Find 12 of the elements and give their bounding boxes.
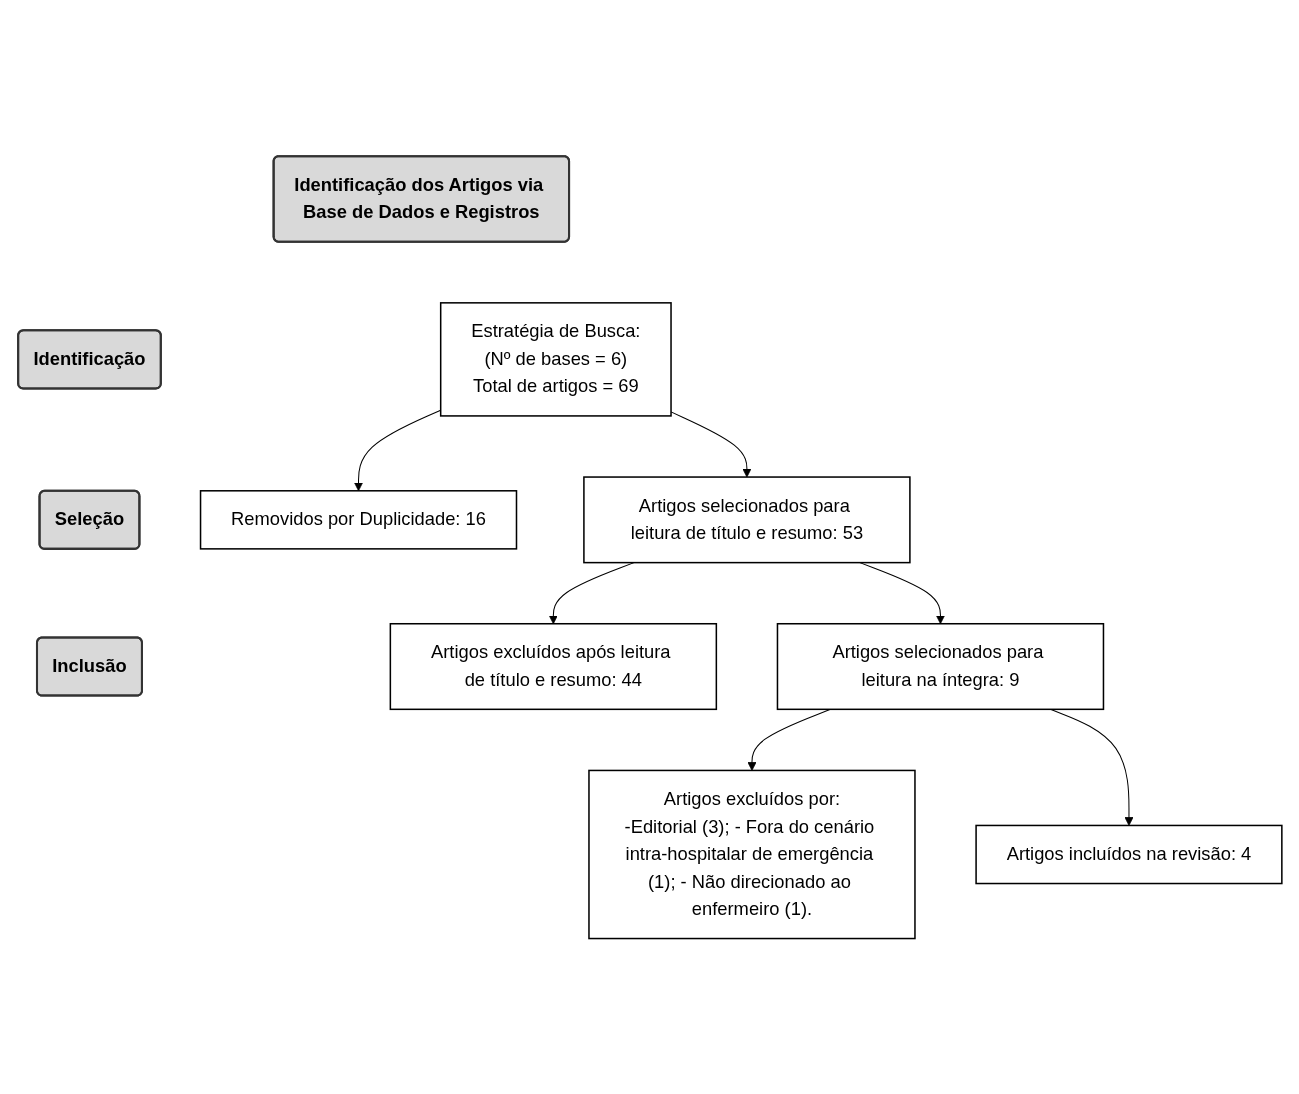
arrow: [747, 708, 831, 771]
arrow: [670, 411, 751, 478]
node-box: Artigos selecionados para leitura de título e resumo: 53: [582, 475, 911, 564]
node-box: Removidos por Duplicidade: 16: [199, 489, 517, 550]
node-box: Estratégia de Busca: (Nº de bases = 6) Total de artigos = 69: [439, 301, 672, 417]
node-box: Artigos excluídos por: -Editorial (3); - Fora do cenário intra-hospitalar de emergência (1); - Não direcionado ao enfermeiro (1).: [587, 769, 916, 939]
node-box: Artigos selecionados para leitura na íntegra: 9: [776, 622, 1104, 710]
arrow: [353, 409, 441, 491]
arrow: [1049, 708, 1133, 826]
arrow: [548, 561, 634, 624]
node-box: Artigos excluídos após leitura de título e resumo: 44: [389, 622, 717, 710]
node-box: Artigos incluídos na revisão: 4: [974, 824, 1283, 884]
